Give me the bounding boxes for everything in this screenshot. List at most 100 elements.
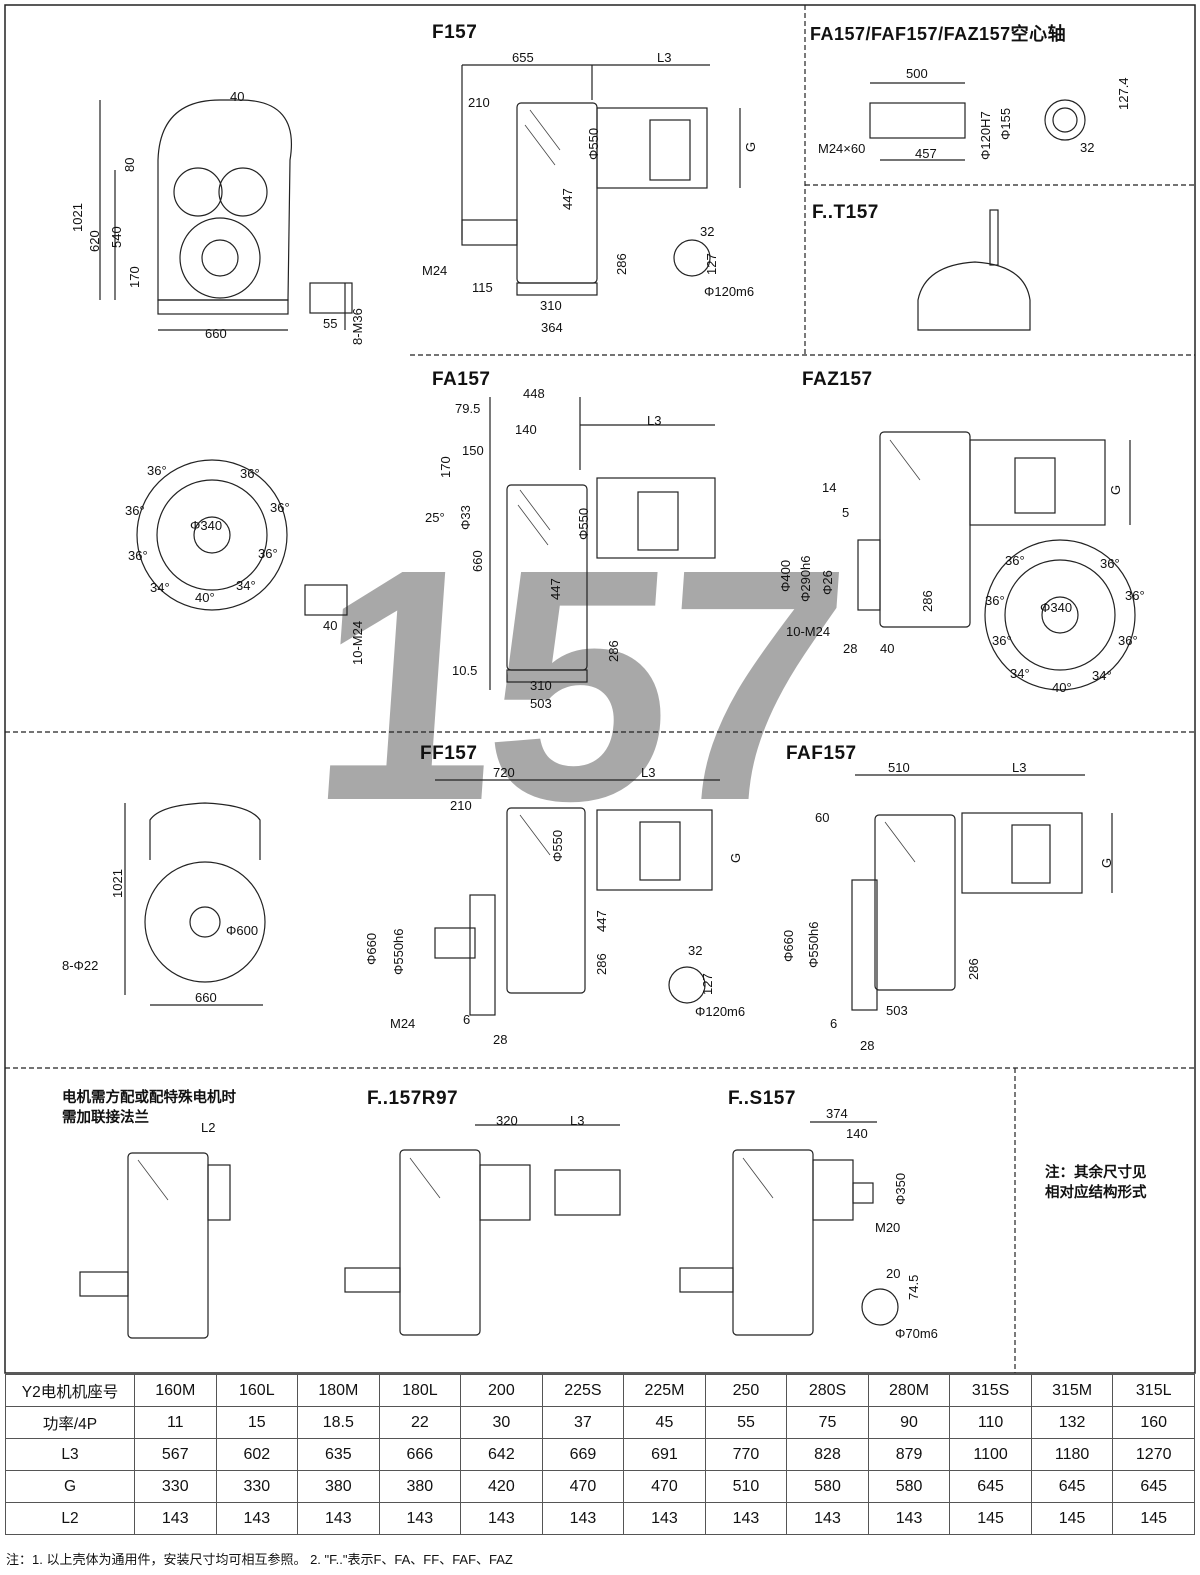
dim-text: M20 xyxy=(875,1220,900,1235)
row-label: L3 xyxy=(5,1438,135,1471)
table-cell: 160L xyxy=(215,1374,299,1407)
table-cell: 15 xyxy=(215,1406,299,1439)
dim-text: 320 xyxy=(496,1113,518,1128)
note-other-dims: 注：其余尺寸见 相对应结构形式 xyxy=(1045,1165,1147,1201)
dim-text: Φ26 xyxy=(820,570,835,595)
dim-text: 32 xyxy=(688,943,702,958)
table-cell: 1180 xyxy=(1030,1438,1114,1471)
table-cell: 645 xyxy=(1112,1470,1195,1503)
dim-text: 5 xyxy=(842,505,849,520)
table-cell: 143 xyxy=(704,1502,788,1535)
dim-text: Φ120m6 xyxy=(704,284,754,299)
table-cell: 45 xyxy=(623,1406,706,1439)
dim-text: 36° xyxy=(1100,556,1120,571)
dim-text: 34° xyxy=(150,580,170,595)
dim-text: Φ70m6 xyxy=(895,1326,938,1341)
dim-text: L3 xyxy=(1012,760,1026,775)
row-label: G xyxy=(5,1470,135,1503)
dim-text: 140 xyxy=(515,422,537,437)
dim-text: Φ155 xyxy=(998,108,1013,140)
table-cell: 143 xyxy=(786,1502,869,1535)
dim-text: 14 xyxy=(822,480,836,495)
table-cell: 200 xyxy=(460,1374,543,1407)
title-faz157: FAZ157 xyxy=(802,369,873,390)
table-cell: 160 xyxy=(1112,1406,1195,1439)
dim-text: 150 xyxy=(462,443,484,458)
dim-text: 40° xyxy=(1052,680,1072,695)
dim-text: 10.5 xyxy=(452,663,477,678)
table-cell: 645 xyxy=(949,1470,1032,1503)
dim-text: 660 xyxy=(195,990,217,1005)
dim-text: 36° xyxy=(147,463,167,478)
table-cell: 145 xyxy=(1030,1502,1114,1535)
title-fa157: FA157 xyxy=(432,369,491,390)
dim-text: 310 xyxy=(540,298,562,313)
table-cell: 380 xyxy=(297,1470,380,1503)
row-label: L2 xyxy=(5,1502,135,1535)
title-ff157: FF157 xyxy=(420,743,478,764)
dim-text: 36° xyxy=(270,500,290,515)
dim-text: 447 xyxy=(548,578,563,600)
dim-text: 503 xyxy=(886,1003,908,1018)
dim-text: 286 xyxy=(614,253,629,275)
title-hollow-shaft: FA157/FAF157/FAZ157空心轴 xyxy=(810,24,1067,44)
table-cell: 879 xyxy=(867,1438,951,1471)
table-cell: 642 xyxy=(460,1438,543,1471)
dim-text: 8-M36 xyxy=(350,308,365,345)
row-label: 功率/4P xyxy=(5,1406,135,1439)
title-faf157: FAF157 xyxy=(786,743,857,764)
dim-text: L2 xyxy=(201,1120,215,1135)
table-cell: 75 xyxy=(786,1406,869,1439)
dim-text: Φ550h6 xyxy=(806,921,821,968)
table-cell: 691 xyxy=(623,1438,706,1471)
dim-text: 364 xyxy=(541,320,563,335)
dim-text: Φ550 xyxy=(576,508,591,540)
dim-text: 36° xyxy=(992,633,1012,648)
table-cell: 580 xyxy=(786,1470,869,1503)
dim-text: 36° xyxy=(1005,553,1025,568)
dim-text: Φ120m6 xyxy=(695,1004,745,1019)
table-cell: 250 xyxy=(704,1374,788,1407)
dim-text: G xyxy=(1108,485,1123,495)
table-cell: 132 xyxy=(1030,1406,1114,1439)
table-cell: 55 xyxy=(704,1406,788,1439)
dim-text: M24 xyxy=(422,263,447,278)
dim-text: 32 xyxy=(700,224,714,239)
dim-text: 457 xyxy=(915,146,937,161)
table-cell: 90 xyxy=(867,1406,951,1439)
dim-text: 655 xyxy=(512,50,534,65)
dim-text: 115 xyxy=(472,280,493,295)
title-f157: F157 xyxy=(432,22,478,43)
table-cell: 280M xyxy=(867,1374,951,1407)
dim-text: 286 xyxy=(606,640,621,662)
dim-text: 34° xyxy=(236,578,256,593)
dim-text: 55 xyxy=(323,316,337,331)
table-cell: 145 xyxy=(949,1502,1032,1535)
table-cell: 143 xyxy=(215,1502,299,1535)
dim-text: 503 xyxy=(530,696,552,711)
dim-text: 40 xyxy=(323,618,337,633)
table-cell: 1270 xyxy=(1112,1438,1195,1471)
dim-text: 660 xyxy=(470,550,485,572)
table-cell: 180M xyxy=(297,1374,380,1407)
footnote: 注：1. 以上壳体为通用件，安装尺寸均可相互参照。 2. "F.."表示F、FA… xyxy=(6,1552,513,1567)
table-cell: 143 xyxy=(134,1502,217,1535)
table-cell: 37 xyxy=(541,1406,625,1439)
table-cell: 330 xyxy=(215,1470,299,1503)
dim-text: 448 xyxy=(523,386,545,401)
dim-text: 6 xyxy=(830,1016,837,1031)
table-cell: 580 xyxy=(867,1470,951,1503)
table-cell: 110 xyxy=(949,1406,1032,1439)
table-cell: 143 xyxy=(460,1502,543,1535)
dim-text: 60 xyxy=(815,810,829,825)
dim-text: 32 xyxy=(1080,140,1094,155)
dim-text: 36° xyxy=(1118,633,1138,648)
dim-text: Φ290h6 xyxy=(798,555,813,602)
table-cell: 180L xyxy=(378,1374,462,1407)
dim-text: Φ340 xyxy=(1040,600,1072,615)
dim-text: 510 xyxy=(888,760,910,775)
dim-text: Φ33 xyxy=(458,505,473,530)
dim-text: 170 xyxy=(127,266,142,288)
dim-text: M24 xyxy=(390,1016,415,1031)
